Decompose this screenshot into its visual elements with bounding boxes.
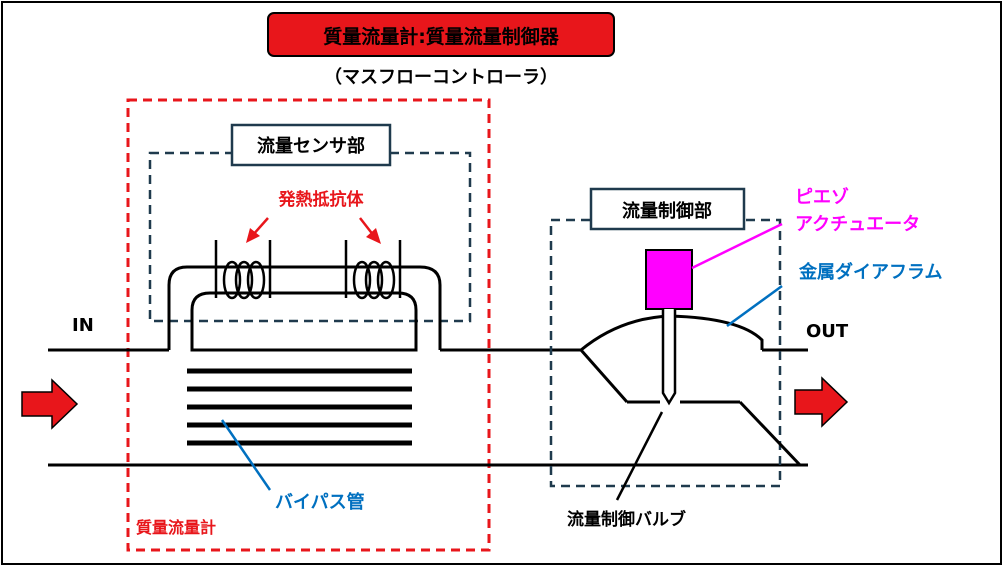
flow-sensor-label-box xyxy=(230,123,392,167)
control-valve-label: 流量制御バルブ xyxy=(567,509,686,530)
outlet-label: OUT xyxy=(806,321,849,342)
piezo-label-line1: ピエゾ xyxy=(795,187,849,208)
inlet-label: IN xyxy=(72,315,94,336)
coil-icon xyxy=(214,240,272,300)
bypass-tube-pointer xyxy=(220,419,272,491)
control-valve-pointer xyxy=(615,411,664,501)
flow-sensor-region xyxy=(148,151,472,323)
title-banner xyxy=(267,12,615,57)
piezo-actuator xyxy=(645,249,693,310)
piezo-pointer xyxy=(691,222,783,270)
mass-flow-meter-label: 質量流量計 xyxy=(136,518,216,537)
piezo-label-line2: アクチュエータ xyxy=(795,214,920,235)
bypass-tube xyxy=(187,368,412,446)
heating-resistor-arrow-left xyxy=(246,217,269,243)
mass-flow-meter-region xyxy=(126,98,491,552)
flow-control-label-box xyxy=(589,187,746,231)
flow-control-region xyxy=(549,218,782,488)
heating-resistor-arrow-right xyxy=(359,217,381,244)
sensor-tube-outer xyxy=(167,265,442,350)
coil-icon xyxy=(344,240,402,300)
main-pipe xyxy=(48,348,808,467)
title-text: 質量流量計:質量流量制御器 xyxy=(323,25,560,48)
metal-diaphragm-label: 金属ダイアフラム xyxy=(798,261,942,283)
bypass-tube-label: バイパス管 xyxy=(275,491,365,513)
flow-control-label: 流量制御部 xyxy=(622,200,712,222)
diaphragm-pointer xyxy=(726,284,783,328)
subtitle-text: （マスフローコントローラ） xyxy=(324,67,558,88)
valve-body xyxy=(579,314,802,467)
flow-sensor-label: 流量センサ部 xyxy=(257,135,365,157)
heating-resistor-label: 発熱抵抗体 xyxy=(278,189,365,210)
sensor-tube-inner xyxy=(190,291,418,352)
right-arrow-icon xyxy=(794,376,849,428)
valve-stem xyxy=(661,309,677,406)
right-arrow-icon xyxy=(21,378,79,430)
